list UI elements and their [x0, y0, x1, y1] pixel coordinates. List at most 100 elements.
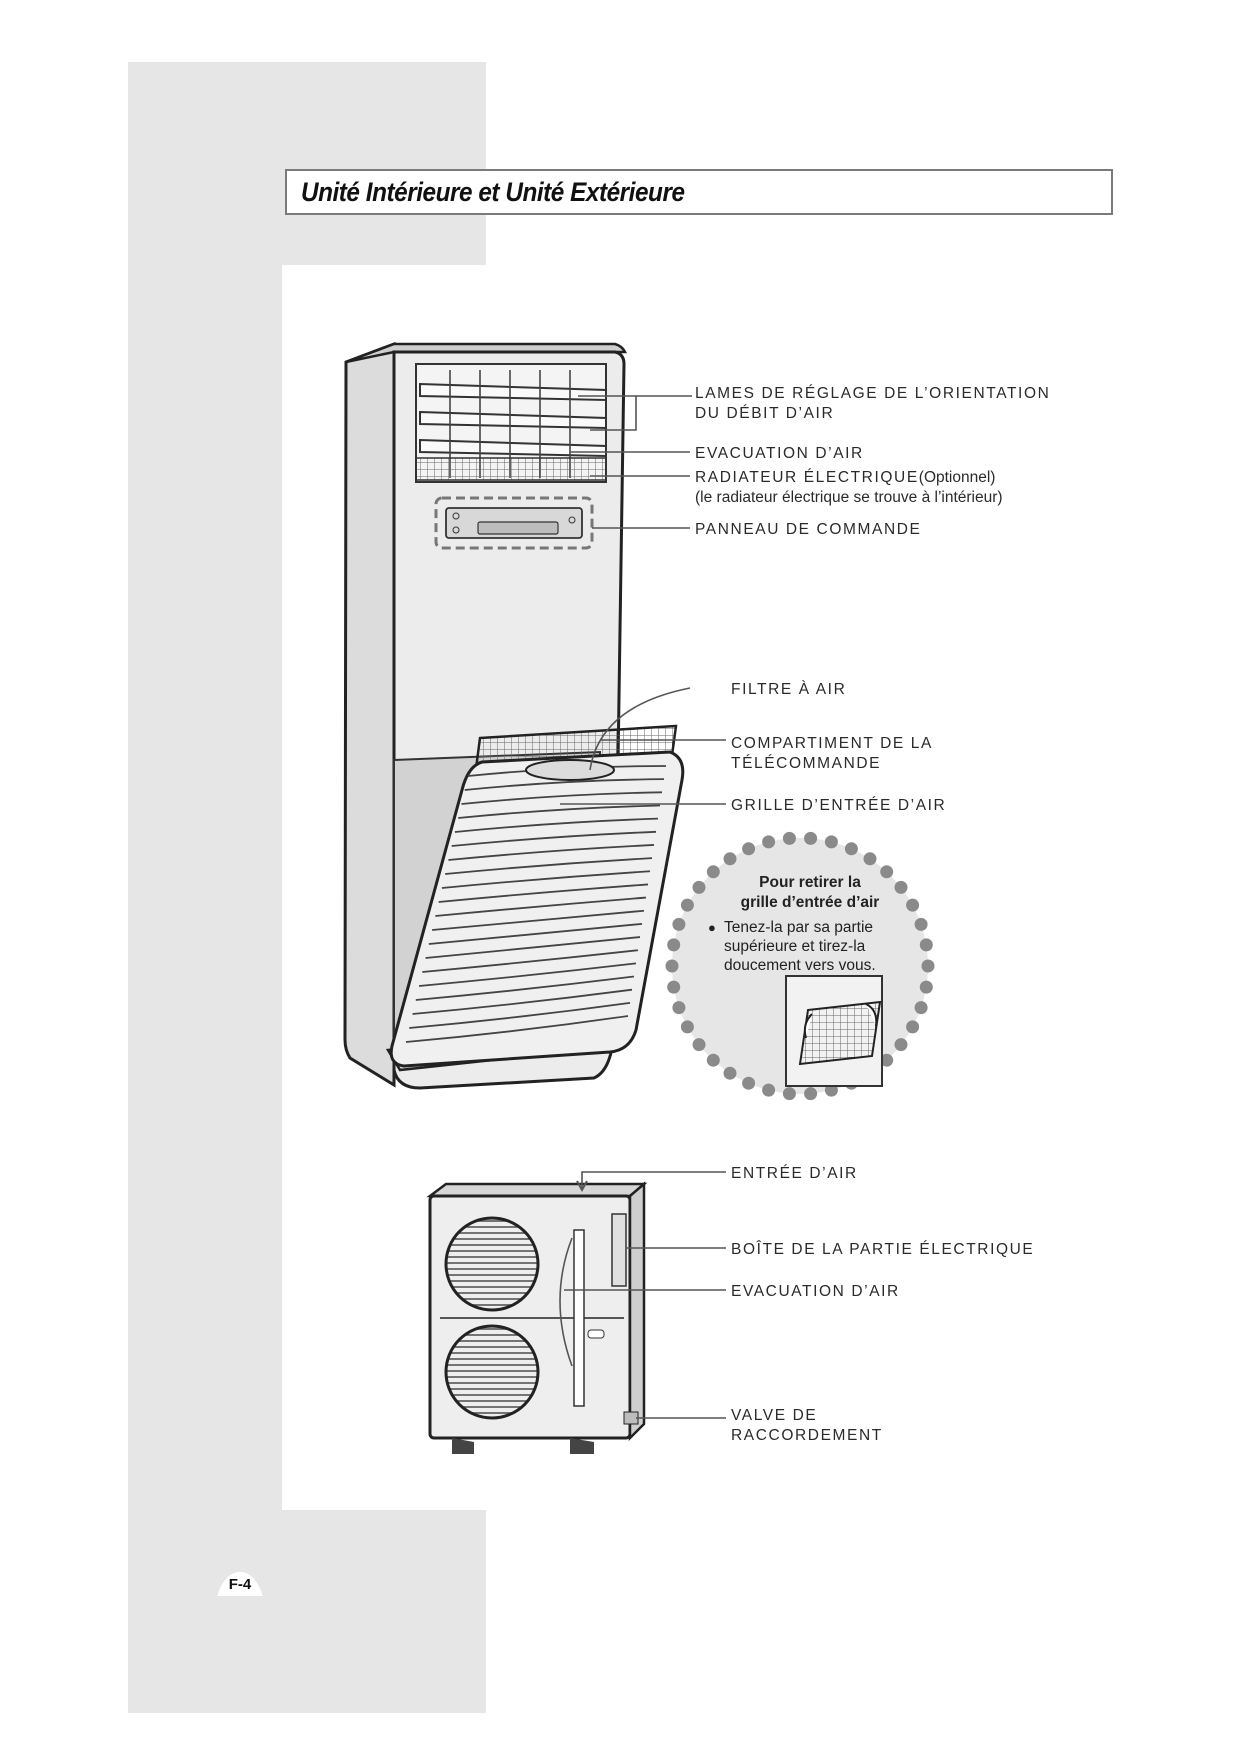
grille-slat — [409, 1001, 631, 1029]
fan-bottom — [444, 1324, 540, 1420]
label-control-panel: PANNEAU DE COMMANDE — [695, 521, 922, 538]
grille-slat — [441, 870, 651, 889]
page-title-box: Unité Intérieure et Unité Extérieure — [285, 169, 1113, 215]
inset-dot — [804, 1087, 818, 1101]
label-air-inlet: ENTRÉE D’AIR — [731, 1165, 858, 1182]
inset-dot — [824, 835, 838, 849]
indoor-leader-lines — [560, 395, 726, 805]
inset-dot — [680, 898, 694, 912]
background-band-left — [128, 265, 282, 1510]
label-heater-note: (le radiateur électrique se trouve à l’i… — [695, 489, 1003, 506]
inset-dot — [672, 917, 686, 931]
inset-dot — [894, 880, 908, 894]
grille-slat — [422, 949, 639, 973]
inset-dot — [782, 831, 796, 845]
label-air-filter: FILTRE À AIR — [731, 681, 847, 698]
bullet-icon: ● — [708, 920, 716, 935]
inset-dot — [680, 1020, 694, 1034]
grille-slat — [464, 778, 665, 791]
page-number: F-4 — [228, 1575, 252, 1593]
inset-dot — [742, 1076, 756, 1090]
grille-slat — [448, 844, 655, 861]
inset-grille-removal — [665, 831, 935, 1101]
label-intake-grille: GRILLE D’ENTRÉE D’AIR — [731, 797, 947, 814]
label-connection-valve: VALVE DE RACCORDEMENT — [731, 1406, 883, 1446]
grille-slat — [418, 962, 637, 987]
remote-compartment — [525, 759, 615, 781]
inset-dot — [742, 842, 756, 856]
inset-body-line1: Tenez-la par sa partie — [724, 919, 874, 936]
inset-instructions: ● Tenez-la par sa partie supérieure et t… — [708, 918, 908, 975]
inset-dot — [706, 865, 720, 879]
indoor-unit-side — [343, 341, 396, 1088]
grille-slat — [454, 817, 659, 833]
label-louvers: LAMES DE RÉGLAGE DE L’ORIENTATION DU DÉB… — [695, 384, 1050, 424]
inset-dot — [804, 831, 818, 845]
grille-slat — [428, 922, 643, 945]
grille-slat — [425, 936, 641, 959]
inset-dot — [667, 938, 681, 952]
grille-slat — [451, 830, 657, 847]
inset-dot — [762, 835, 776, 849]
grille-slat — [432, 909, 645, 931]
inset-dot — [921, 959, 935, 973]
grille-slat — [461, 791, 663, 805]
label-valve-line2: RACCORDEMENT — [731, 1427, 883, 1444]
outdoor-unit — [426, 1181, 648, 1454]
background-band-top — [128, 62, 486, 265]
inset-dot — [782, 1087, 796, 1101]
grille-slat — [438, 883, 649, 903]
label-heater-name: RADIATEUR ÉLECTRIQUE — [695, 469, 919, 486]
inset-title-line1: Pour retirer la — [759, 874, 861, 891]
grille-slat — [435, 896, 647, 917]
grille-slat — [405, 1015, 629, 1043]
electric-box — [611, 1213, 627, 1287]
grille-slat — [412, 988, 633, 1015]
label-outdoor-air-outlet: EVACUATION D’AIR — [731, 1283, 900, 1300]
outdoor-leader-lines — [564, 1171, 726, 1419]
intake-grille-slats — [405, 765, 667, 1043]
label-heater: RADIATEUR ÉLECTRIQUE(Optionnel) — [695, 468, 995, 488]
inset-dot — [906, 1020, 920, 1034]
page-number-badge: F-4 — [215, 1570, 265, 1598]
inset-dot — [880, 1053, 894, 1067]
control-panel-outline — [434, 496, 594, 550]
grille-slat — [445, 857, 653, 875]
inset-dot — [844, 842, 858, 856]
inset-dot — [723, 1066, 737, 1080]
inset-title: Pour retirer la grille d’entrée d’air — [700, 873, 920, 913]
inset-dot — [692, 1038, 706, 1052]
electric-heater — [415, 457, 607, 481]
inset-body-line2: supérieure et tirez-la — [724, 938, 866, 955]
inset-dot — [667, 980, 681, 994]
page-title: Unité Intérieure et Unité Extérieure — [301, 176, 685, 207]
inset-title-line2: grille d’entrée d’air — [740, 894, 880, 911]
label-indoor-air-outlet: EVACUATION D’AIR — [695, 445, 864, 462]
label-remote-line2: TÉLÉCOMMANDE — [731, 755, 882, 772]
fan-top — [444, 1216, 540, 1312]
label-valve-line1: VALVE DE — [731, 1407, 818, 1424]
inset-dot — [906, 898, 920, 912]
inset-dot — [914, 1001, 928, 1015]
grille-slat — [415, 975, 635, 1001]
inset-dot — [880, 865, 894, 879]
inset-dot — [914, 917, 928, 931]
inset-dot — [919, 938, 933, 952]
indoor-unit — [343, 341, 685, 1090]
label-louvers-line2: DU DÉBIT D’AIR — [695, 405, 835, 422]
inset-dot — [672, 1001, 686, 1015]
label-remote-line1: COMPARTIMENT DE LA — [731, 735, 933, 752]
label-louvers-line1: LAMES DE RÉGLAGE DE L’ORIENTATION — [695, 385, 1051, 402]
inset-body-line3: doucement vers vous. — [724, 957, 876, 974]
label-remote-compartment: COMPARTIMENT DE LA TÉLÉCOMMANDE — [731, 734, 933, 774]
inset-dot — [894, 1038, 908, 1052]
background-band-bottom — [128, 1510, 486, 1713]
inset-dot — [762, 1083, 776, 1097]
inset-dot — [723, 852, 737, 866]
grille-slat — [458, 804, 661, 819]
inset-dot — [692, 880, 706, 894]
connection-valve — [623, 1411, 639, 1425]
inset-dot — [706, 1053, 720, 1067]
label-electric-box: BOÎTE DE LA PARTIE ÉLECTRIQUE — [731, 1241, 1035, 1258]
